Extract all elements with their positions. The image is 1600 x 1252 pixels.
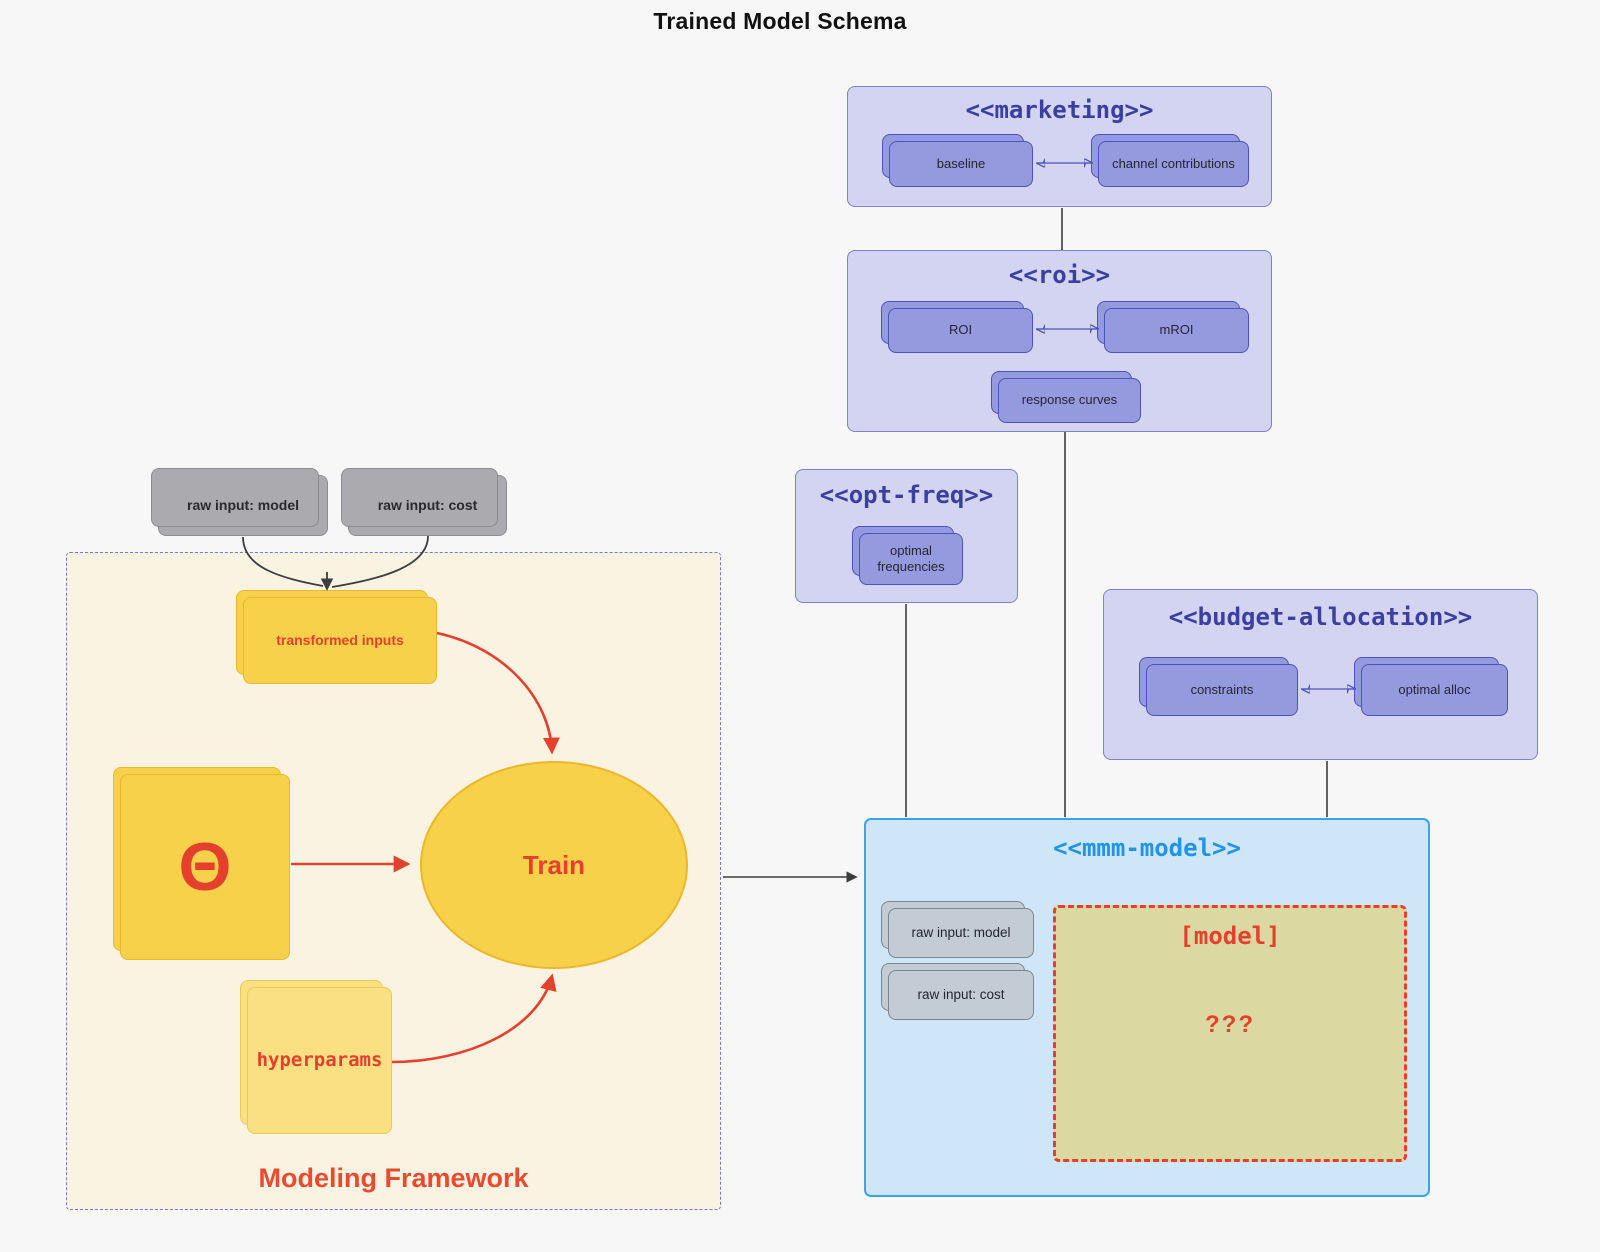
page-title: Trained Model Schema [653, 8, 907, 34]
container-mmm-model: <<mmm-model>> raw input: model raw input… [864, 818, 1430, 1197]
node-mmm-raw-input-cost: raw input: cost [881, 963, 1034, 1020]
node-optimal-frequencies: optimal frequencies [852, 526, 963, 585]
node-train-label: Train [522, 849, 586, 880]
node-channel-contributions: channel contributions [1091, 134, 1249, 187]
mmm-model-title: <<mmm-model>> [1053, 834, 1241, 862]
node-hyperparams-label: hyperparams [256, 1048, 383, 1071]
node-mroi-label: mROI [1159, 322, 1194, 338]
node-raw-input-cost-label: raw input: cost [377, 496, 478, 513]
node-mmm-raw-input-model-label: raw input: model [911, 924, 1011, 940]
node-baseline: baseline [882, 134, 1033, 187]
node-model-placeholder: [model] ??? [1053, 905, 1407, 1162]
container-roi: <<roi>> ROI mROI response curves [847, 250, 1272, 432]
node-theta: Θ [113, 767, 290, 960]
node-train: Train [420, 761, 688, 969]
container-budget-allocation: <<budget-allocation>> constraints optima… [1103, 589, 1538, 760]
node-transformed-inputs: transformed inputs [236, 590, 437, 684]
node-optimal-alloc: optimal alloc [1354, 657, 1508, 716]
container-marketing: <<marketing>> baseline channel contribut… [847, 86, 1272, 207]
node-constraints: constraints [1139, 657, 1298, 716]
node-response-curves-label: response curves [1021, 392, 1118, 408]
budget-allocation-title: <<budget-allocation>> [1168, 603, 1473, 631]
node-raw-input-cost: raw input: cost [341, 468, 507, 536]
opt-freq-title: <<opt-freq>> [819, 481, 994, 509]
node-response-curves: response curves [991, 371, 1141, 423]
container-modeling-framework: transformed inputs Θ Train hyperparams M… [66, 552, 721, 1210]
node-constraints-label: constraints [1190, 681, 1254, 697]
node-transformed-inputs-label: transformed inputs [276, 631, 404, 648]
marketing-title: <<marketing>> [965, 96, 1154, 124]
node-raw-input-model-label: raw input: model [187, 496, 299, 513]
node-mmm-raw-input-cost-label: raw input: cost [917, 986, 1005, 1002]
node-channel-contributions-label: channel contributions [1112, 155, 1235, 171]
node-roi: ROI [881, 301, 1033, 353]
node-optimal-frequencies-label: optimal frequencies [877, 542, 945, 574]
node-mroi: mROI [1097, 301, 1249, 353]
model-placeholder-title: [model] [1179, 922, 1281, 950]
node-baseline-label: baseline [936, 155, 986, 171]
roi-title: <<roi>> [1008, 261, 1111, 289]
model-placeholder-question: ??? [1205, 1011, 1255, 1038]
modeling-framework-label: Modeling Framework [258, 1163, 529, 1193]
container-opt-freq: <<opt-freq>> optimal frequencies [795, 469, 1018, 603]
node-roi-label: ROI [948, 322, 973, 338]
node-hyperparams: hyperparams [240, 980, 392, 1134]
node-optimal-alloc-label: optimal alloc [1398, 681, 1471, 697]
node-raw-input-model: raw input: model [151, 468, 328, 536]
theta-symbol: Θ [178, 829, 232, 905]
node-mmm-raw-input-model: raw input: model [881, 901, 1034, 958]
